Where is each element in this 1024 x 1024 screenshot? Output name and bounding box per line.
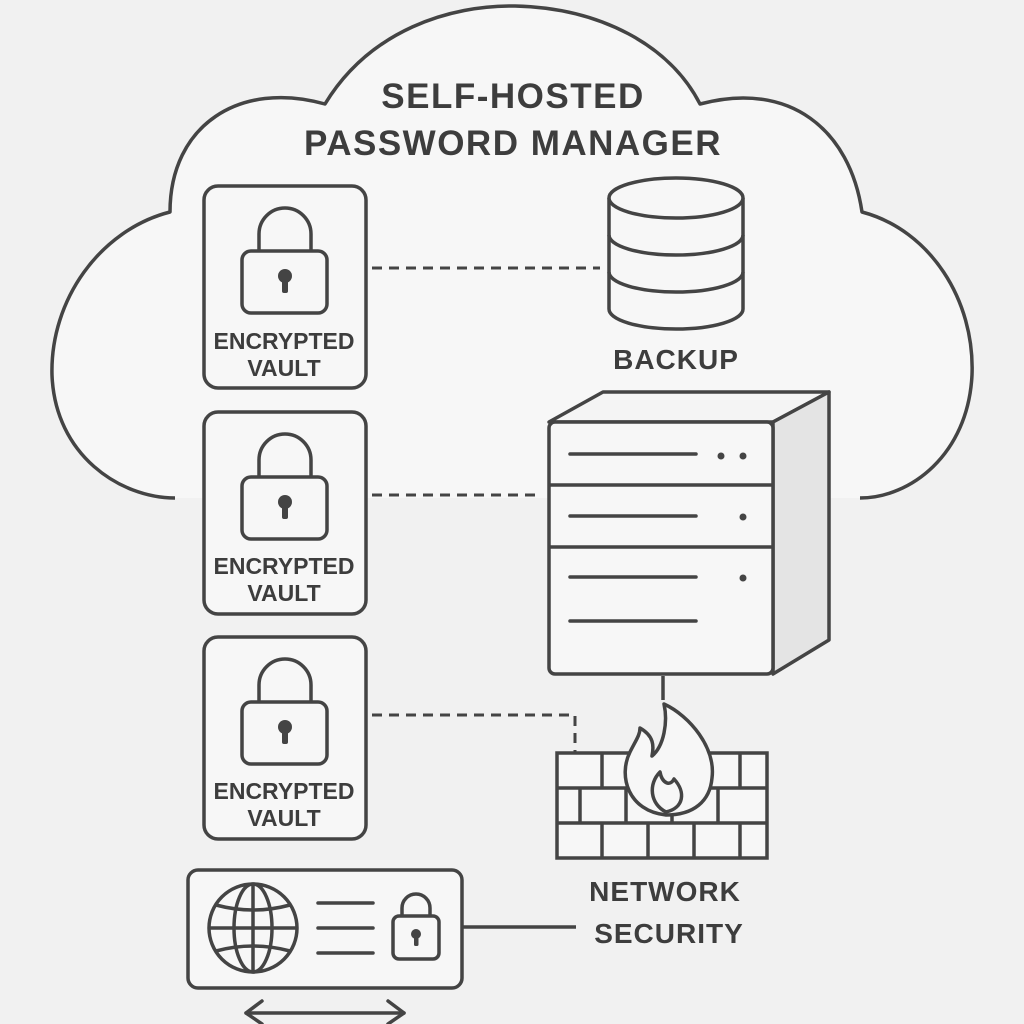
database-icon: [607, 176, 745, 331]
vault-label-line-2: VAULT: [247, 355, 320, 381]
vault-label-line-2: VAULT: [247, 805, 320, 831]
globe-icon: [207, 882, 299, 974]
network-security-label-line-2: SECURITY: [594, 918, 744, 949]
firewall-icon: [555, 702, 769, 860]
server-icon: [547, 390, 831, 676]
padlock-icon: [240, 657, 329, 766]
double-arrow-icon: [244, 999, 406, 1024]
encrypted-vault-1: ENCRYPTED VAULT: [202, 184, 368, 390]
padlock-icon: [240, 432, 329, 541]
network-security: NETWORK SECURITY: [555, 702, 769, 949]
encrypted-vault-3: ENCRYPTED VAULT: [202, 635, 368, 841]
encrypted-vault-2: ENCRYPTED VAULT: [202, 410, 368, 616]
vault-label-line-1: ENCRYPTED: [214, 328, 355, 354]
text-lines-icon: [316, 901, 375, 955]
padlock-icon: [240, 206, 329, 315]
title-line-2: PASSWORD MANAGER: [304, 124, 722, 163]
web-client: [186, 868, 464, 1024]
dashed-connectors: [372, 266, 600, 755]
network-security-label-line-1: NETWORK: [589, 876, 741, 907]
padlock-icon: [391, 892, 441, 961]
connector-vault3-firewall: [372, 713, 577, 755]
backup: BACKUP: [607, 176, 745, 375]
vault-label-line-1: ENCRYPTED: [214, 778, 355, 804]
title-line-1: SELF-HOSTED: [381, 77, 644, 116]
vault-label-line-1: ENCRYPTED: [214, 553, 355, 579]
backup-label: BACKUP: [613, 344, 739, 375]
vault-label-line-2: VAULT: [247, 580, 320, 606]
